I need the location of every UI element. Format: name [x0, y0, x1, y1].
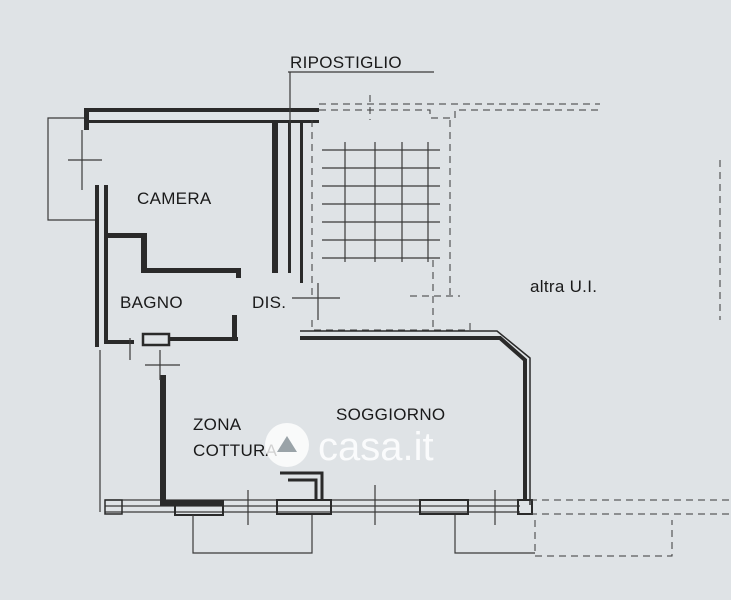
label-dis: DIS. [252, 293, 286, 312]
casa-it-watermark: casa.it [265, 423, 434, 469]
interior-walls [95, 123, 533, 516]
room-labels: RIPOSTIGLIO CAMERA BAGNO DIS. ZONA COTTU… [120, 53, 597, 460]
watermark-text: casa.it [318, 425, 434, 469]
label-zona: ZONA [193, 415, 242, 434]
external-dashed-lines [530, 499, 731, 557]
label-ripostiglio: RIPOSTIGLIO [290, 53, 402, 72]
ripostiglio-pointer [288, 71, 434, 140]
openings [68, 130, 535, 554]
staircase [311, 95, 721, 331]
label-bagno: BAGNO [120, 293, 183, 312]
label-camera: CAMERA [137, 189, 212, 208]
label-altra-ui: altra U.I. [530, 277, 597, 296]
label-soggiorno: SOGGIORNO [336, 405, 445, 424]
label-cottura: COTTURA [193, 441, 278, 460]
top-wall [84, 108, 319, 130]
house-icon [277, 436, 297, 452]
